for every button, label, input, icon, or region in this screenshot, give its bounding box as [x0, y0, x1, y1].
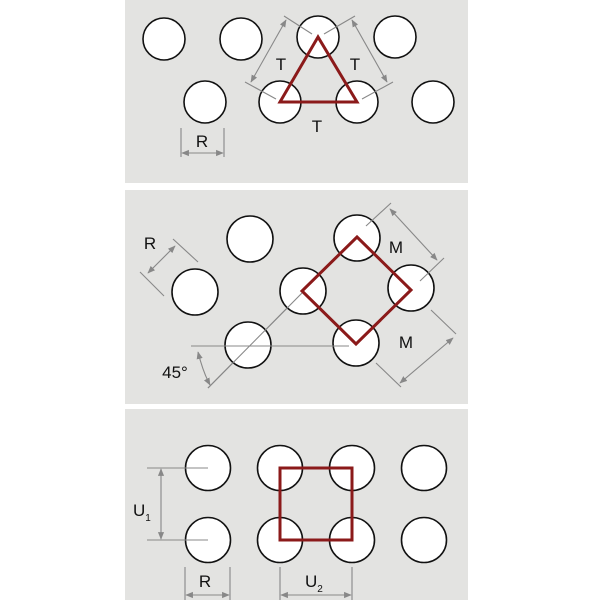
diameter-label-r: R [199, 572, 211, 591]
pitch-label-t-left: T [276, 55, 286, 74]
dimension-lines-outer [139, 202, 457, 388]
panel-background [125, 409, 468, 600]
triangle-pattern-outline [277, 34, 360, 104]
hole [183, 80, 227, 124]
square-pattern-outline [278, 466, 354, 542]
hole [373, 15, 417, 59]
pitch-label-m-bottom: M [399, 333, 413, 352]
dimension-lines [147, 467, 353, 600]
hole [226, 215, 274, 263]
diamond-pattern-outline [299, 234, 414, 347]
dimension-lines [180, 15, 394, 157]
pitch-label-t-bottom: T [312, 117, 322, 136]
hole [411, 80, 455, 124]
pitch-label-t-right: T [350, 55, 360, 74]
panel-diagonal-square: R M M 45° [125, 190, 468, 404]
angle-label: 45° [162, 363, 188, 382]
hole [400, 516, 448, 564]
diameter-label-r: R [196, 132, 208, 151]
hole [171, 268, 219, 316]
hole [219, 17, 263, 61]
pitch-label-u2: U2 [305, 572, 323, 595]
panel-straight-square: U1 R U2 [125, 409, 468, 600]
holes [184, 444, 448, 564]
hole [224, 321, 272, 369]
hole [400, 444, 448, 492]
pitch-label-u1: U1 [133, 501, 151, 524]
pitch-label-m-top: M [389, 238, 403, 257]
panel-triangular: T T T R [125, 0, 468, 183]
diameter-label-r: R [144, 234, 156, 253]
hole [142, 17, 186, 61]
